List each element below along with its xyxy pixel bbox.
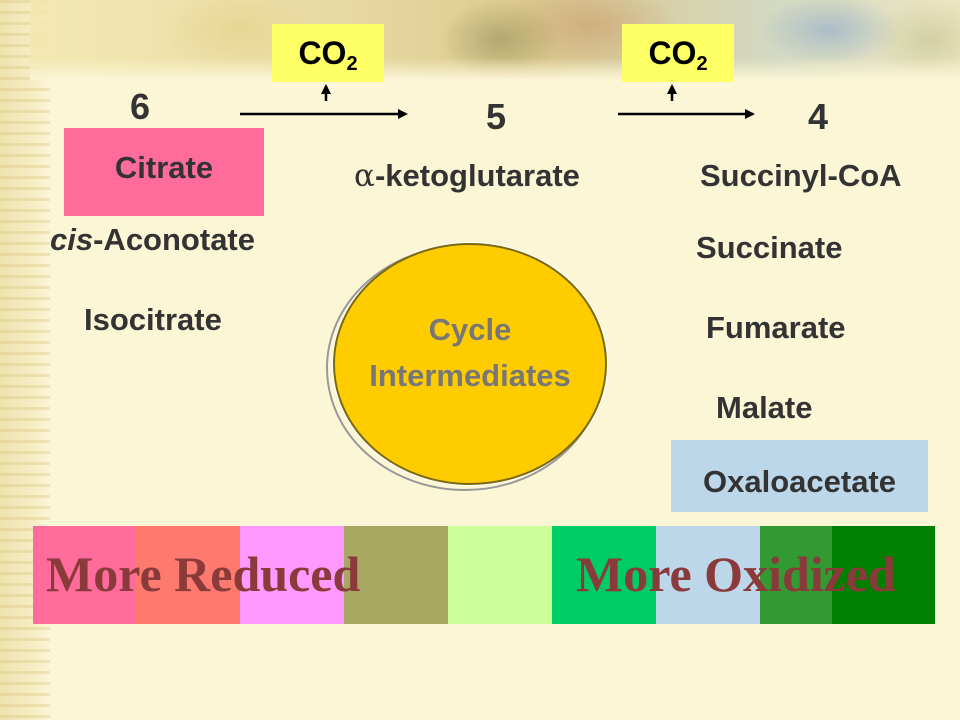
citrate-box: Citrate: [64, 128, 264, 216]
scale-segment: [832, 526, 935, 624]
oxaloacetate-label: Oxaloacetate: [703, 464, 896, 499]
arrow-akg-to-succinyl: [618, 84, 755, 119]
cis-aconitate-label: cis-Aconotate: [50, 222, 255, 257]
scale-segment: [240, 526, 344, 624]
alpha-symbol: α: [354, 158, 375, 194]
more-oxidized-label: More Oxidized: [576, 546, 896, 602]
scale-segment: [552, 526, 656, 624]
scale-segment: [344, 526, 448, 624]
malate-label: Malate: [716, 390, 813, 425]
arrow-citrate-to-akg: [240, 84, 408, 119]
citrate-label: Citrate: [114, 150, 214, 185]
more-reduced-label: More Reduced: [46, 546, 361, 602]
fumarate-label: Fumarate: [706, 310, 846, 345]
background-left-strip: [0, 0, 50, 720]
succinate-label: Succinate: [696, 230, 843, 265]
ellipse-line-2: Intermediates: [369, 358, 571, 393]
oxaloacetate-box: Oxaloacetate: [671, 440, 928, 512]
scale-segment: [136, 526, 240, 624]
carbon-count-citrate: 6: [130, 86, 151, 127]
carbon-count-succinyl: 4: [808, 96, 829, 137]
isocitrate-label: Isocitrate: [84, 302, 222, 337]
succinyl-coa-label: Succinyl-CoA: [700, 158, 902, 193]
oxidation-scale: [33, 526, 935, 624]
scale-segment: [656, 526, 760, 624]
co2-label-1: CO2: [272, 24, 384, 82]
scale-segment: [448, 526, 552, 624]
cycle-intermediates-ellipse: Cycle Intermediates: [326, 242, 608, 491]
scale-segment: [760, 526, 832, 624]
co2-label-2: CO2: [622, 24, 734, 82]
carbon-count-akg: 5: [486, 96, 507, 137]
alpha-ketoglutarate-label: α-ketoglutarate: [354, 158, 580, 194]
scale-segment: [33, 526, 136, 624]
ellipse-line-1: Cycle: [429, 312, 512, 347]
